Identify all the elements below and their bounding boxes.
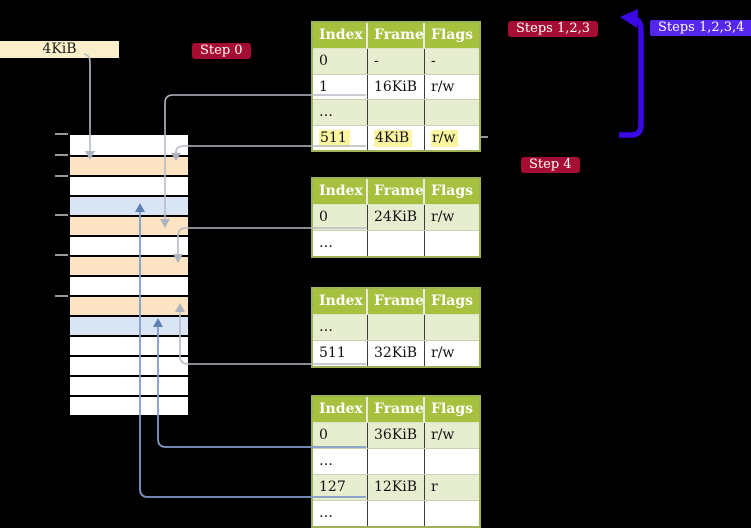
memory-frame-row-3 (70, 195, 188, 215)
memory-tick (55, 154, 68, 156)
page-table-level1: Index Frame Flags 0 36KiB r/w … 127 12Ki… (311, 395, 481, 528)
memory-tick (55, 133, 68, 135)
memory-frame-row-9 (70, 315, 188, 335)
table-row: … (313, 314, 479, 340)
table-row: … (313, 500, 479, 526)
table-header-row: Index Frame Flags (313, 179, 479, 204)
memory-frame-row-7 (70, 275, 188, 295)
table-header-row: Index Frame Flags (313, 23, 479, 48)
badge-steps-123: Steps 1,2,3 (508, 21, 599, 37)
steps-loop-arrow (619, 16, 644, 138)
table-row: 0 24KiB r/w (313, 204, 479, 230)
memory-tick (55, 295, 68, 297)
table-row: 511 32KiB r/w (313, 340, 479, 366)
badge-steps-1234: Steps 1,2,3,4 (650, 20, 751, 36)
memory-frame-row-5 (70, 235, 188, 255)
badge-step-0: Step 0 (192, 43, 251, 59)
memory-tick (55, 214, 68, 216)
table-row-highlighted: 511 4KiB r/w (313, 124, 479, 150)
col-header-frame: Frame (368, 397, 425, 422)
col-header-frame: Frame (368, 23, 425, 48)
table-row: … (313, 448, 479, 474)
col-header-flags: Flags (431, 183, 473, 199)
physical-memory-column (68, 133, 190, 417)
table-row: 1 16KiB r/w (313, 73, 479, 99)
col-header-frame: Frame (368, 179, 425, 204)
col-header-flags: Flags (431, 293, 473, 309)
table-row: … (313, 230, 479, 256)
arrowhead-up-left-icon (620, 9, 638, 28)
memory-frame-row-6 (70, 255, 188, 275)
highlighted-value: 4KiB (374, 129, 413, 147)
highlighted-value: 511 (319, 129, 350, 147)
col-header-index: Index (313, 289, 368, 314)
page-table-level4: Index Frame Flags 0 - - 1 16KiB r/w … 51… (311, 21, 481, 152)
col-header-index: Index (313, 23, 368, 48)
memory-frame-row-1 (70, 155, 188, 175)
page-table-level2: Index Frame Flags … 511 32KiB r/w (311, 287, 481, 368)
memory-tick (55, 254, 68, 256)
col-header-index: Index (313, 397, 368, 422)
col-header-frame: Frame (368, 289, 425, 314)
page-table-level3: Index Frame Flags 0 24KiB r/w … (311, 177, 481, 258)
badge-step-4: Step 4 (521, 157, 580, 173)
frame-size-label: 4KiB (0, 41, 119, 58)
memory-frame-row-0 (70, 135, 188, 155)
memory-frame-row-11 (70, 355, 188, 375)
memory-frame-row-2 (70, 175, 188, 195)
memory-tick (55, 175, 68, 177)
col-header-flags: Flags (431, 401, 473, 417)
memory-frame-row-12 (70, 375, 188, 395)
table-row: 0 - - (313, 48, 479, 74)
memory-frame-row-13 (70, 395, 188, 415)
memory-frame-row-8 (70, 295, 188, 315)
col-header-index: Index (313, 179, 368, 204)
highlighted-value: r/w (431, 129, 459, 147)
table-header-row: Index Frame Flags (313, 289, 479, 314)
col-header-flags: Flags (431, 27, 473, 43)
table-row: … (313, 99, 479, 125)
memory-frame-row-10 (70, 335, 188, 355)
table-row: 0 36KiB r/w (313, 422, 479, 448)
table-header-row: Index Frame Flags (313, 397, 479, 422)
memory-frame-row-4 (70, 215, 188, 235)
table-row: 127 12KiB r (313, 474, 479, 500)
